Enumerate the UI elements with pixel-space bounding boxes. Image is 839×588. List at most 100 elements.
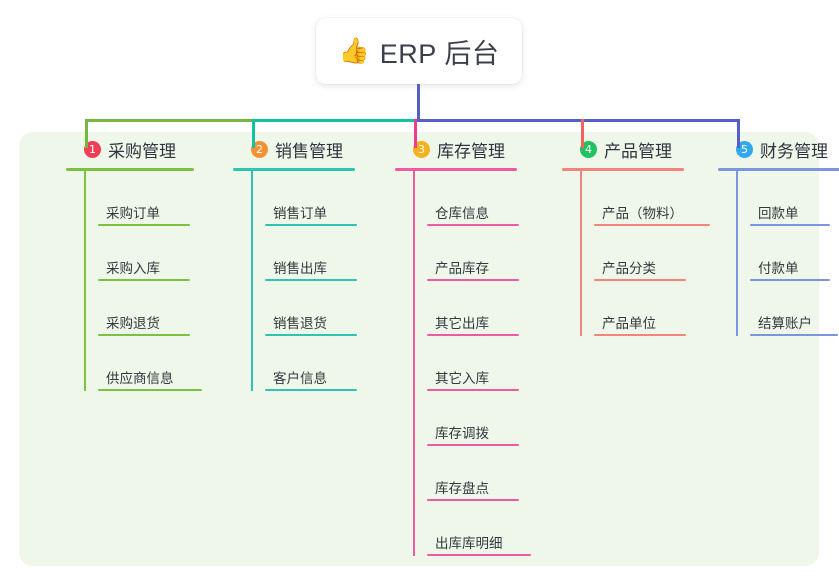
column-rule-finance [718,168,839,171]
list-item[interactable]: 采购订单 [98,171,194,226]
list-item-label: 出库库明细 [435,536,503,551]
list-item[interactable]: 产品库存 [427,226,519,281]
column-rule-purchase [66,168,194,171]
column-title-inventory: 库存管理 [437,141,505,161]
column-items-inventory: 仓库信息产品库存其它出库其它入库库存调拨库存盘点出库库明细 [413,171,531,556]
column-items-purchase: 采购订单采购入库采购退货供应商信息 [84,171,202,391]
column-badge-sales: 2 [251,140,268,158]
list-item[interactable]: 出库库明细 [427,501,531,556]
list-item-rule [98,224,190,226]
list-item[interactable]: 销售退货 [265,281,357,336]
column-spine-purchase [84,171,86,391]
list-item-rule [265,279,357,281]
list-item[interactable]: 其它入库 [427,336,519,391]
column-items-product: 产品（物料） 产品分类产品单位 [580,171,710,336]
list-item-label: 产品单位 [602,316,656,331]
column-title-sales: 销售管理 [275,141,343,161]
list-item-label: 回款单 [758,206,799,221]
list-item-rule [427,279,519,281]
column-spine-finance [736,171,738,336]
list-item-label: 库存盘点 [435,481,489,496]
column-header-finance[interactable]: 5 财务管理 [718,132,839,166]
connector-stem [417,84,420,122]
root-node[interactable]: 👍 ERP 后台 [316,18,522,84]
list-item-label: 采购订单 [106,206,160,221]
list-item-label: 产品库存 [435,261,489,276]
column-items-finance: 回款单付款单结算账户 [736,171,839,336]
list-item-label: 库存调拨 [435,426,489,441]
connector-inventory [414,119,417,148]
column-rule-product [562,168,684,171]
list-item-rule [594,224,710,226]
list-item[interactable]: 采购入库 [98,226,194,281]
column-badge-finance: 5 [736,140,753,158]
list-item-rule [594,334,686,336]
list-item-rule [98,334,190,336]
list-item-label: 产品（物料） [602,206,683,221]
list-item[interactable]: 产品（物料） [594,171,710,226]
list-item-label: 销售退货 [273,316,327,331]
column-product: 4 产品管理产品（物料） 产品分类产品单位 [562,132,710,336]
column-finance: 5 财务管理回款单付款单结算账户 [718,132,839,336]
list-item[interactable]: 产品分类 [594,226,686,281]
list-item[interactable]: 库存盘点 [427,446,519,501]
list-item-rule [427,444,519,446]
list-item[interactable]: 回款单 [750,171,839,226]
column-inventory: 3 库存管理仓库信息产品库存其它出库其它入库库存调拨库存盘点出库库明细 [395,132,531,556]
list-item[interactable]: 客户信息 [265,336,357,391]
list-item[interactable]: 产品单位 [594,281,686,336]
connector-bus-teal [252,119,417,122]
list-item-rule [750,224,830,226]
list-item-rule [427,224,519,226]
column-items-sales: 销售订单销售出库销售退货客户信息 [251,171,357,391]
list-item-label: 结算账户 [758,316,812,331]
column-header-sales[interactable]: 2 销售管理 [233,132,355,166]
list-item[interactable]: 供应商信息 [98,336,202,391]
list-item-label: 销售订单 [273,206,327,221]
list-item[interactable]: 库存调拨 [427,391,519,446]
column-badge-inventory: 3 [413,140,430,158]
list-item[interactable]: 销售订单 [265,171,357,226]
list-item-rule [427,334,519,336]
column-spine-inventory [413,171,415,556]
list-item-rule [98,389,202,391]
list-item-label: 销售出库 [273,261,327,276]
connector-bus-green [85,119,255,122]
list-item-rule [98,279,190,281]
column-title-product: 产品管理 [604,141,672,161]
list-item[interactable]: 采购退货 [98,281,194,336]
list-item[interactable]: 付款单 [750,226,839,281]
list-item[interactable]: 其它出库 [427,281,519,336]
connector-purchase [85,119,88,148]
connector-finance [737,119,740,148]
list-item-rule [594,279,686,281]
list-item[interactable]: 结算账户 [750,281,839,336]
list-item-label: 采购入库 [106,261,160,276]
thumbs-up-emoji: 👍 [338,37,370,65]
column-title-finance: 财务管理 [760,141,828,161]
list-item-label: 客户信息 [273,371,327,386]
list-item-rule [265,334,357,336]
column-rule-sales [233,168,355,171]
connector-product [581,119,584,148]
column-header-inventory[interactable]: 3 库存管理 [395,132,517,166]
column-sales: 2 销售管理销售订单销售出库销售退货客户信息 [233,132,357,391]
connector-sales [252,119,255,148]
list-item-label: 仓库信息 [435,206,489,221]
list-item-label: 供应商信息 [106,371,174,386]
list-item-rule [750,334,838,336]
column-rule-inventory [395,168,517,171]
list-item-label: 其它入库 [435,371,489,386]
list-item[interactable]: 仓库信息 [427,171,519,226]
connector-bus-blue [414,119,740,122]
column-header-product[interactable]: 4 产品管理 [562,132,684,166]
list-item-label: 产品分类 [602,261,656,276]
list-item-label: 采购退货 [106,316,160,331]
column-spine-product [580,171,582,336]
column-badge-product: 4 [580,140,597,158]
list-item[interactable]: 销售出库 [265,226,357,281]
list-item-rule [427,499,519,501]
